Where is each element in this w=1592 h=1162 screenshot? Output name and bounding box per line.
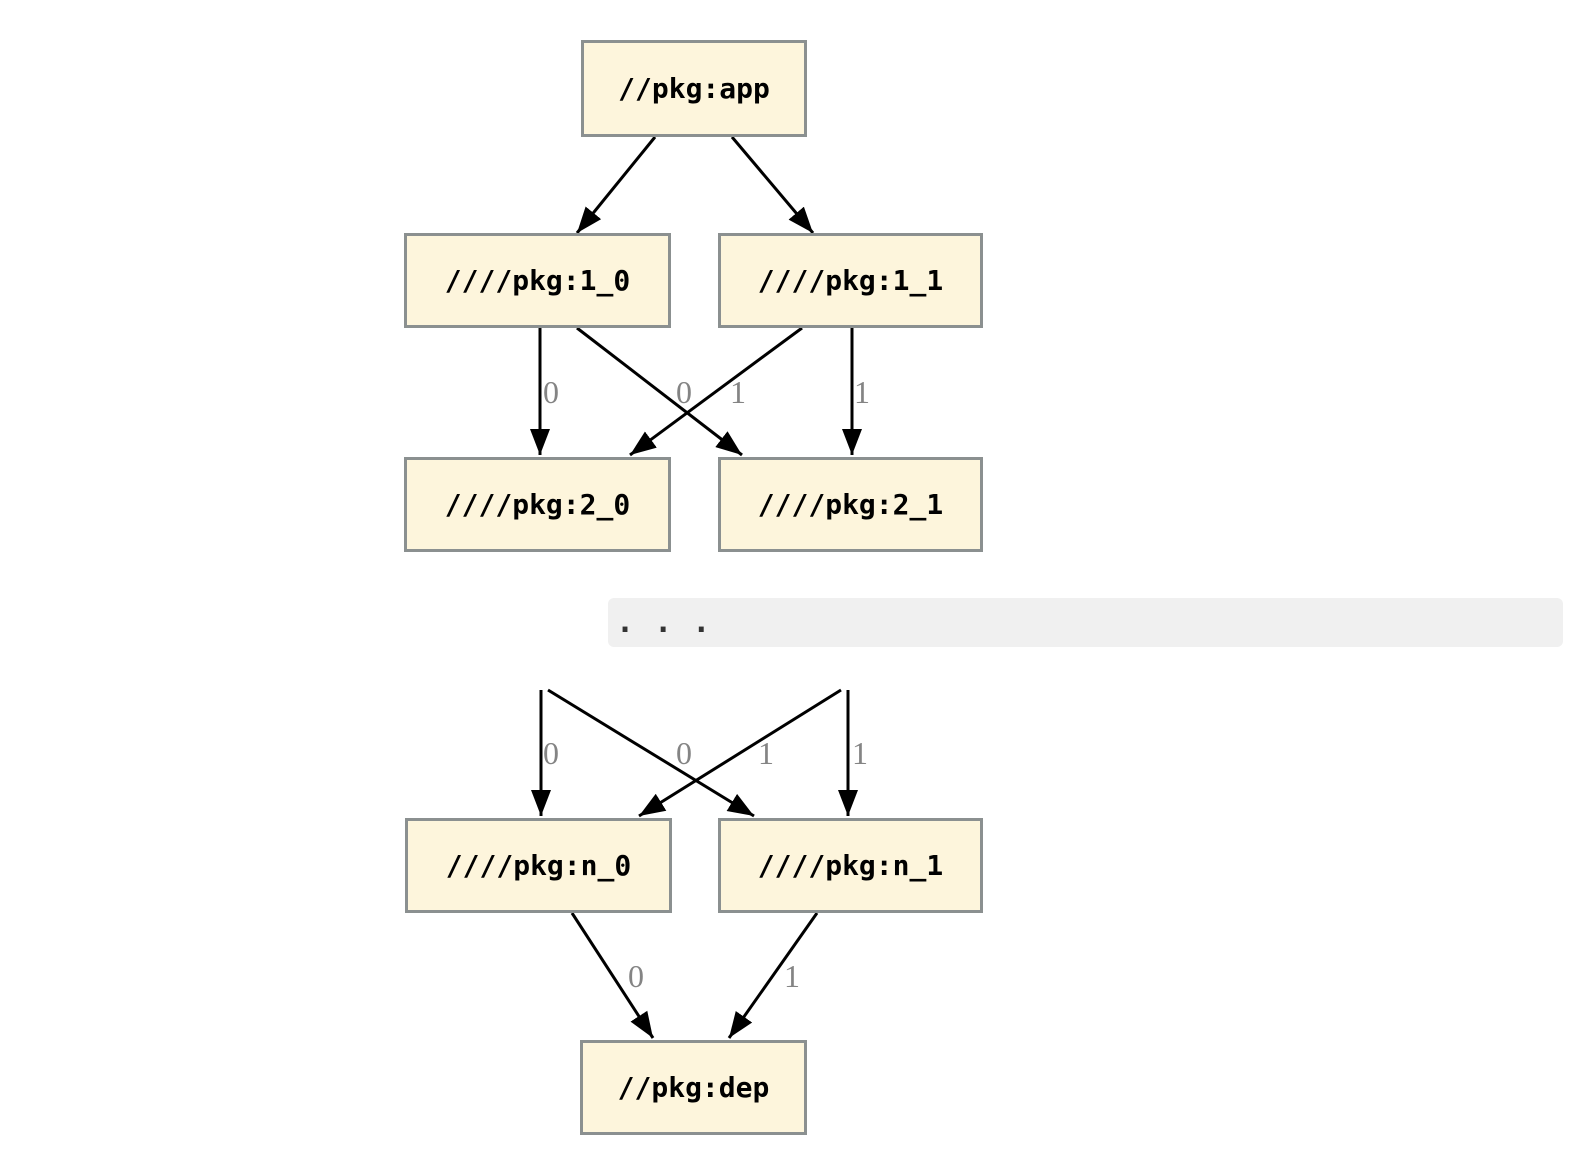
edge-label-1_0-2_1: 1 — [730, 374, 746, 410]
edge-app-to-1_1 — [730, 136, 815, 234]
node-pkg-1_1: ////pkg:1_1 — [718, 233, 983, 328]
edge-n_1-to-dep — [727, 912, 819, 1039]
node-pkg-n_0: ////pkg:n_0 — [405, 818, 672, 913]
node-pkg-app: //pkg:app — [581, 40, 807, 137]
edge-1_1-to-2_0 — [629, 326, 803, 457]
edge-label-hidden-n_1: 1 — [758, 735, 774, 771]
edge-hidden-to-n_1 — [547, 688, 755, 818]
node-pkg-n_1: ////pkg:n_1 — [718, 818, 983, 913]
edge-label-1_1-2_0: 0 — [676, 374, 692, 410]
ellipsis-band: . . . — [608, 598, 1563, 647]
node-pkg-dep: //pkg:dep — [580, 1040, 807, 1135]
node-pkg-2_0: ////pkg:2_0 — [404, 457, 671, 552]
edge-label-1_0-2_0: 0 — [543, 374, 559, 410]
edge-label-n_0-dep: 0 — [628, 958, 644, 994]
edge-1_0-to-2_1 — [576, 326, 743, 457]
edge-app-to-1_0 — [575, 136, 657, 234]
node-pkg-1_0: ////pkg:1_0 — [404, 233, 671, 328]
edge-label-1_1-2_1: 1 — [854, 374, 870, 410]
edge-label-hidden-n_0: 0 — [543, 735, 559, 771]
edge-hidden2-to-n_0 — [638, 688, 842, 818]
node-pkg-2_1: ////pkg:2_1 — [718, 457, 983, 552]
edge-label-hidden2-n_0: 0 — [676, 735, 692, 771]
edge-label-n_1-dep: 1 — [784, 958, 800, 994]
ellipsis-text: . . . — [616, 604, 712, 640]
edge-n_0-to-dep — [570, 912, 655, 1039]
edge-label-hidden2-n_1: 1 — [852, 735, 868, 771]
